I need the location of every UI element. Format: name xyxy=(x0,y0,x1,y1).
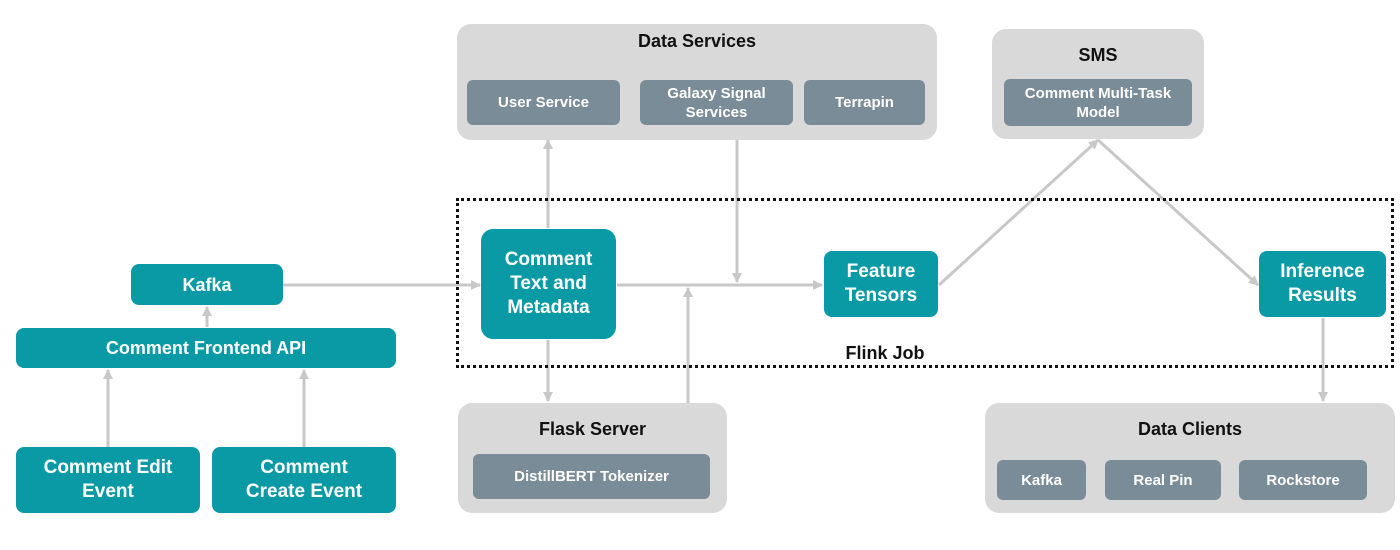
arrow-sms-to-inference xyxy=(1096,138,1260,287)
inference-results-node[interactable]: Inference Results xyxy=(1259,251,1386,317)
galaxy-signal-services-box[interactable]: Galaxy Signal Services xyxy=(640,80,793,125)
flink-job-label: Flink Job xyxy=(845,343,925,363)
comment-text-and-metadata-node[interactable]: Comment Text and Metadata xyxy=(481,229,616,339)
comment-create-event-node[interactable]: Comment Create Event xyxy=(212,447,396,513)
client-real-pin-box[interactable]: Real Pin xyxy=(1105,460,1221,500)
kafka-node[interactable]: Kafka xyxy=(131,264,283,305)
feature-tensors-node[interactable]: Feature Tensors xyxy=(824,251,938,317)
client-kafka-box[interactable]: Kafka xyxy=(997,460,1086,500)
client-rockstore-box[interactable]: Rockstore xyxy=(1239,460,1367,500)
distillbert-tokenizer-box[interactable]: DistillBERT Tokenizer xyxy=(473,454,710,499)
data-services-title: Data Services xyxy=(637,31,757,51)
data-clients-title: Data Clients xyxy=(1137,419,1243,439)
comment-frontend-api-node[interactable]: Comment Frontend API xyxy=(16,328,396,368)
comment-edit-event-node[interactable]: Comment Edit Event xyxy=(16,447,200,513)
terrapin-box[interactable]: Terrapin xyxy=(804,80,925,125)
flask-server-title: Flask Server xyxy=(538,419,647,439)
arrow-features-to-sms xyxy=(937,138,1100,287)
comment-multi-task-model-box[interactable]: Comment Multi-Task Model xyxy=(1004,79,1192,126)
sms-title: SMS xyxy=(1078,45,1118,65)
user-service-box[interactable]: User Service xyxy=(467,80,620,125)
